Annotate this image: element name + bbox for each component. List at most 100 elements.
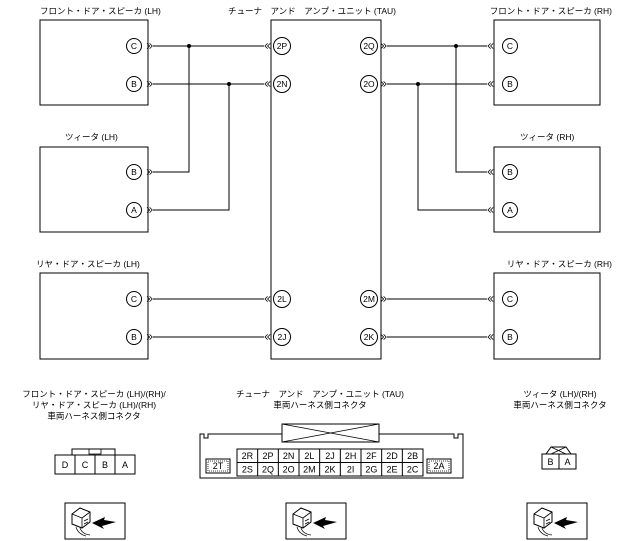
pin-label-2m: 2M [363, 294, 375, 304]
pin-label-2p: 2P [277, 41, 288, 51]
pin-circle [126, 38, 142, 54]
tau-connector-title-1: チューナ アンド アンプ・ユニット (TAU) [236, 389, 404, 399]
tau-conn-pin: 2I [347, 465, 355, 475]
tweeter-rh-box [493, 146, 601, 233]
pin-label-b: B [131, 79, 137, 89]
rear-speaker-lh-label: リヤ・ドア・スピーカ (LH) [36, 259, 140, 269]
tau-conn-pin: 2K [324, 465, 335, 475]
pin-label-b: B [507, 79, 513, 89]
speaker-conn-pin-b: B [102, 460, 108, 470]
pin-label-2o: 2O [363, 79, 375, 89]
tau-conn-pin: 2P [262, 451, 273, 461]
connector-view-icon [64, 502, 126, 540]
tau-label: チューナ アンド アンプ・ユニット (TAU) [228, 6, 396, 16]
tau-connector-face: 2T 2A 2R 2P 2N 2L 2J 2H 2F 2D 2B 2S 2Q 2O 2M 2K 2I 2G 2E… [199, 423, 464, 479]
tweeter-lh-label: ツィータ (LH) [65, 132, 118, 142]
speaker-connector-title-2: リヤ・ドア・スピーカ (LH)/(RH) [31, 400, 157, 410]
tau-conn-pin: 2J [325, 451, 335, 461]
pin-circle [126, 202, 142, 218]
rear-speaker-rh-box [493, 272, 601, 360]
pin-label-b: B [131, 167, 137, 177]
junction-dot [416, 82, 420, 86]
pin-label-2j: 2J [278, 332, 287, 342]
pin-circle [502, 38, 518, 54]
pin-circle [126, 164, 142, 180]
tau-conn-pin: 2E [386, 465, 397, 475]
tau-conn-pin: 2L [304, 451, 314, 461]
tau-conn-pin: 2F [366, 451, 377, 461]
tau-conn-pin: 2G [365, 465, 377, 475]
pin-label-c: C [131, 294, 137, 304]
tau-conn-pin: 2B [407, 451, 418, 461]
tau-conn-pin: 2R [242, 451, 254, 461]
tweeter-rh-label: ツィータ (RH) [520, 132, 575, 142]
pin-circle [502, 291, 518, 307]
pin-circle [502, 329, 518, 345]
tau-connector-title-2: 車両ハーネス側コネクタ [273, 400, 367, 410]
wires-right [387, 45, 487, 338]
tau-unit-box [270, 19, 382, 360]
pin-circle [126, 291, 142, 307]
tau-conn-pin: 2Q [262, 465, 274, 475]
pin-label-b: B [507, 167, 513, 177]
speaker-connector-face: D C B A [54, 448, 136, 475]
pin-circle [273, 328, 291, 346]
pin-circle [126, 76, 142, 92]
pin-circle [360, 290, 378, 308]
speaker-conn-pin-c: C [82, 460, 89, 470]
pin-label-2l: 2L [277, 294, 287, 304]
front-speaker-rh-box [493, 19, 601, 106]
junction-dot [454, 44, 458, 48]
junction-dot [187, 44, 191, 48]
tweeter-connector-title-1: ツィータ (LH)/(RH) [523, 389, 597, 399]
speaker-connector-title-1: フロント・ドア・スピーカ (LH)/(RH)/ [22, 389, 166, 399]
pin-circle [502, 202, 518, 218]
tau-conn-pin: 2H [345, 451, 357, 461]
pin-label-c: C [507, 41, 513, 51]
speaker-conn-pin-a: A [122, 460, 128, 470]
pin-label-2k: 2K [364, 332, 375, 342]
connector-view-icon [526, 502, 588, 540]
pin-label-c: C [507, 294, 513, 304]
tweeter-conn-pin-a: A [564, 457, 570, 467]
tau-conn-pin: 2S [242, 465, 253, 475]
pin-circle [273, 290, 291, 308]
pin-label-b: B [507, 332, 513, 342]
tweeter-connector-face: B A [541, 446, 577, 470]
pin-circle [502, 164, 518, 180]
front-speaker-rh-label: フロント・ドア・スピーカ (RH) [489, 6, 612, 16]
pin-label-a: A [131, 205, 137, 215]
pin-circle [273, 37, 291, 55]
tau-conn-pin: 2D [386, 451, 398, 461]
tweeter-lh-box [39, 146, 149, 233]
wires-left [153, 45, 264, 338]
tau-conn-pin-2a: 2A [433, 461, 444, 471]
tau-conn-pin: 2N [283, 451, 295, 461]
tweeter-connector-title-2: 車両ハーネス側コネクタ [513, 400, 607, 410]
rear-speaker-lh-box [39, 272, 149, 360]
pin-label-a: A [507, 205, 513, 215]
pin-circle [360, 37, 378, 55]
pin-circle [360, 328, 378, 346]
pin-label-c: C [131, 41, 137, 51]
connector-view-icon [285, 502, 347, 540]
tau-conn-pin: 2O [283, 465, 295, 475]
rear-speaker-rh-label: リヤ・ドア・スピーカ (RH) [506, 259, 612, 269]
pin-label-b: B [131, 332, 137, 342]
tweeter-conn-pin-b: B [547, 457, 553, 467]
pin-circle [273, 75, 291, 93]
junction-dot [227, 82, 231, 86]
pin-circle [502, 76, 518, 92]
pin-label-2q: 2Q [363, 41, 375, 51]
front-speaker-lh-label: フロント・ドア・スピーカ (LH) [40, 6, 161, 16]
pin-circle [126, 329, 142, 345]
tau-conn-pin-2t: 2T [213, 461, 224, 471]
pin-label-2n: 2N [277, 79, 288, 89]
speaker-connector-title-3: 車両ハーネス側コネクタ [47, 411, 141, 421]
speaker-conn-pin-d: D [62, 460, 69, 470]
pin-circle [360, 75, 378, 93]
tau-conn-pin: 2C [407, 465, 419, 475]
tau-conn-pin: 2M [303, 465, 316, 475]
front-speaker-lh-box [39, 19, 149, 106]
